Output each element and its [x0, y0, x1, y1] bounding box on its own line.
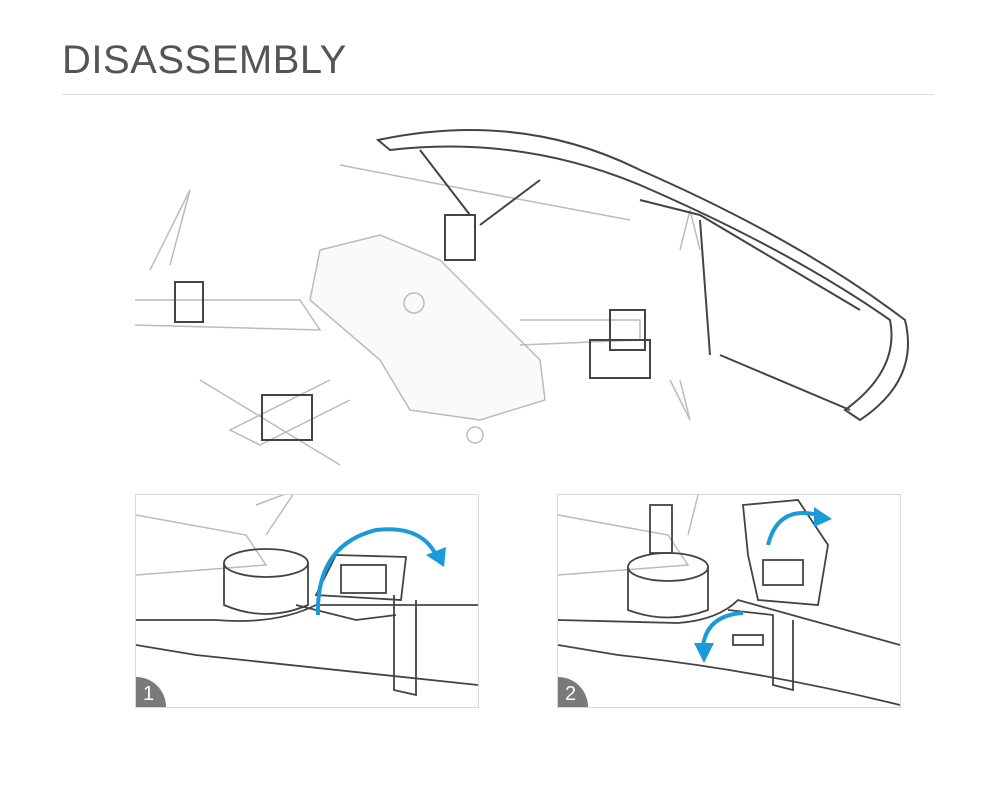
- step-1-panel: 1: [135, 494, 479, 708]
- arrow-head: [426, 547, 446, 567]
- rotate-arrow: [315, 527, 438, 616]
- arrow-head-up: [814, 507, 832, 527]
- drone-illustration: [134, 129, 909, 466]
- rotate-arrow-down: [701, 611, 744, 646]
- step-2-illustration: [558, 495, 900, 706]
- arrow-head-down: [694, 643, 714, 663]
- page-title: DISASSEMBLY: [62, 38, 347, 82]
- step-2-panel: 2: [557, 494, 901, 708]
- rotate-arrow-up: [766, 511, 819, 546]
- step-1-illustration: [136, 495, 478, 697]
- title-divider: [62, 94, 934, 95]
